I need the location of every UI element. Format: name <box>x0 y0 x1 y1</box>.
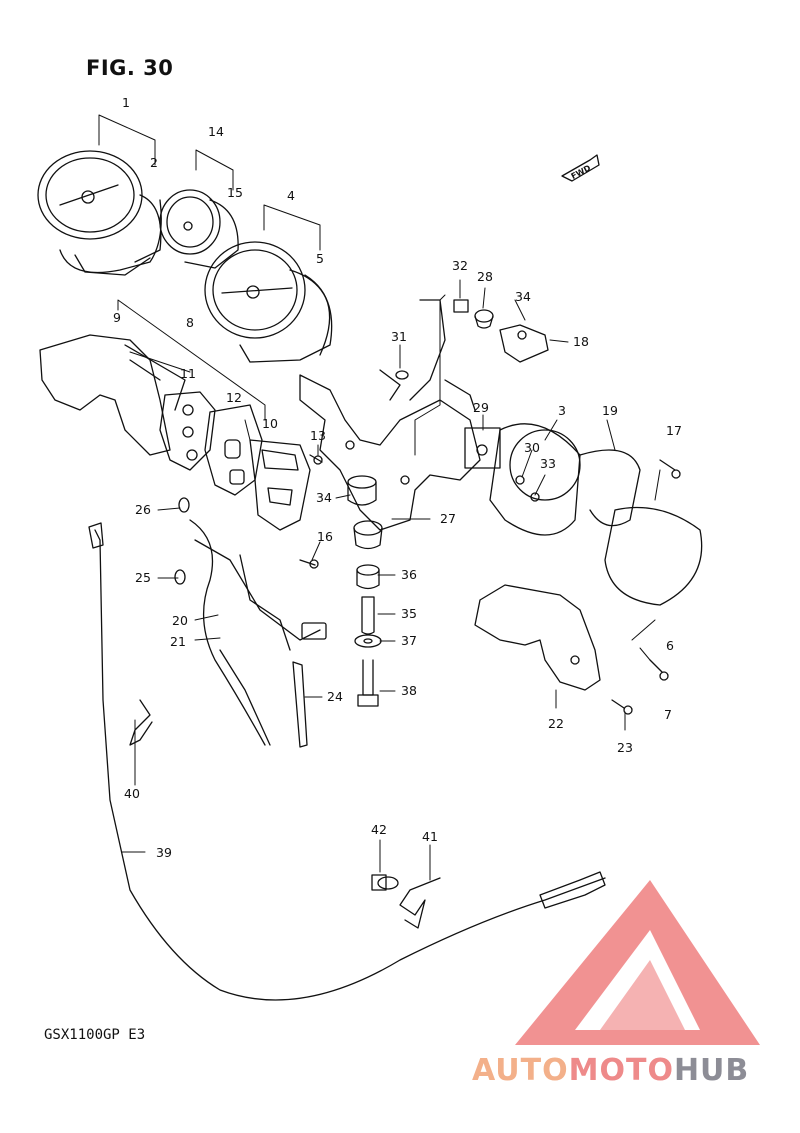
large-gauge-part <box>204 241 333 363</box>
callout-37: 37 <box>401 633 417 648</box>
small-fastener-parts <box>395 299 549 502</box>
callout-12: 12 <box>226 390 242 405</box>
callout-10: 10 <box>262 416 278 431</box>
meter-case-part <box>489 423 703 606</box>
callout-3: 3 <box>558 403 566 418</box>
meter-cover-left-part <box>39 334 186 456</box>
callout-16: 16 <box>317 529 333 544</box>
callout-8: 8 <box>186 315 194 330</box>
callout-11: 11 <box>180 366 196 381</box>
cable-clip-part <box>129 699 153 746</box>
lower-bracket-part <box>474 584 601 691</box>
watermark-part-3: HUB <box>673 1053 750 1088</box>
callout-20: 20 <box>172 613 188 628</box>
callout-34-top: 34 <box>515 289 531 304</box>
watermark-logo <box>515 880 760 1045</box>
fwd-arrow-marker: FWD <box>561 154 600 182</box>
callout-13: 13 <box>310 428 326 443</box>
callout-9: 9 <box>113 310 121 325</box>
model-code: GSX1100GP E3 <box>44 1027 146 1043</box>
mount-hardware-stack <box>347 475 383 707</box>
callout-40: 40 <box>124 786 140 801</box>
callout-39: 39 <box>156 845 172 860</box>
callout-23: 23 <box>617 740 633 755</box>
callout-33: 33 <box>540 456 556 471</box>
callout-34: 34 <box>316 490 332 505</box>
callout-31: 31 <box>391 329 407 344</box>
callout-25: 25 <box>135 570 151 585</box>
callout-7: 7 <box>664 707 672 722</box>
callout-18: 18 <box>573 334 589 349</box>
wiring-harness-part <box>174 497 327 746</box>
indicator-panel-part <box>249 439 311 531</box>
callout-35: 35 <box>401 606 417 621</box>
callout-29: 29 <box>473 400 489 415</box>
clamp-and-bolt-parts <box>371 874 441 929</box>
watermark-text: AUTOMOTOHUB <box>472 1053 749 1088</box>
callout-24: 24 <box>327 689 343 704</box>
callout-36: 36 <box>401 567 417 582</box>
callout-41: 41 <box>422 829 438 844</box>
leader-lines <box>98 114 661 881</box>
figure-title: FIG. 30 <box>86 56 174 80</box>
callout-22: 22 <box>548 716 564 731</box>
callout-2: 2 <box>150 155 158 170</box>
callout-numbers: 1 2 3 4 5 6 7 8 9 10 11 12 13 14 15 16 1… <box>113 95 682 860</box>
callout-17: 17 <box>666 423 682 438</box>
gasket-plate-part <box>159 391 263 496</box>
tachometer-part <box>159 189 239 269</box>
callout-5: 5 <box>316 251 324 266</box>
callout-28: 28 <box>477 269 493 284</box>
callout-6: 6 <box>666 638 674 653</box>
speedometer-part <box>37 150 162 276</box>
callout-14: 14 <box>208 124 224 139</box>
callout-27: 27 <box>440 511 456 526</box>
callout-1: 1 <box>122 95 130 110</box>
callout-42: 42 <box>371 822 387 837</box>
watermark-part-2: MOTO <box>568 1053 674 1088</box>
callout-4: 4 <box>287 188 295 203</box>
callout-19: 19 <box>602 403 618 418</box>
watermark-part-1: AUTO <box>472 1053 569 1088</box>
callout-21: 21 <box>170 634 186 649</box>
screws-parts <box>299 454 681 715</box>
speedometer-cable-part <box>88 522 606 1001</box>
callout-30: 30 <box>524 440 540 455</box>
cable-tie-part <box>292 661 308 748</box>
callout-26: 26 <box>135 502 151 517</box>
callout-32: 32 <box>452 258 468 273</box>
callout-15: 15 <box>227 185 243 200</box>
meter-bracket-part <box>299 299 481 531</box>
callout-38: 38 <box>401 683 417 698</box>
